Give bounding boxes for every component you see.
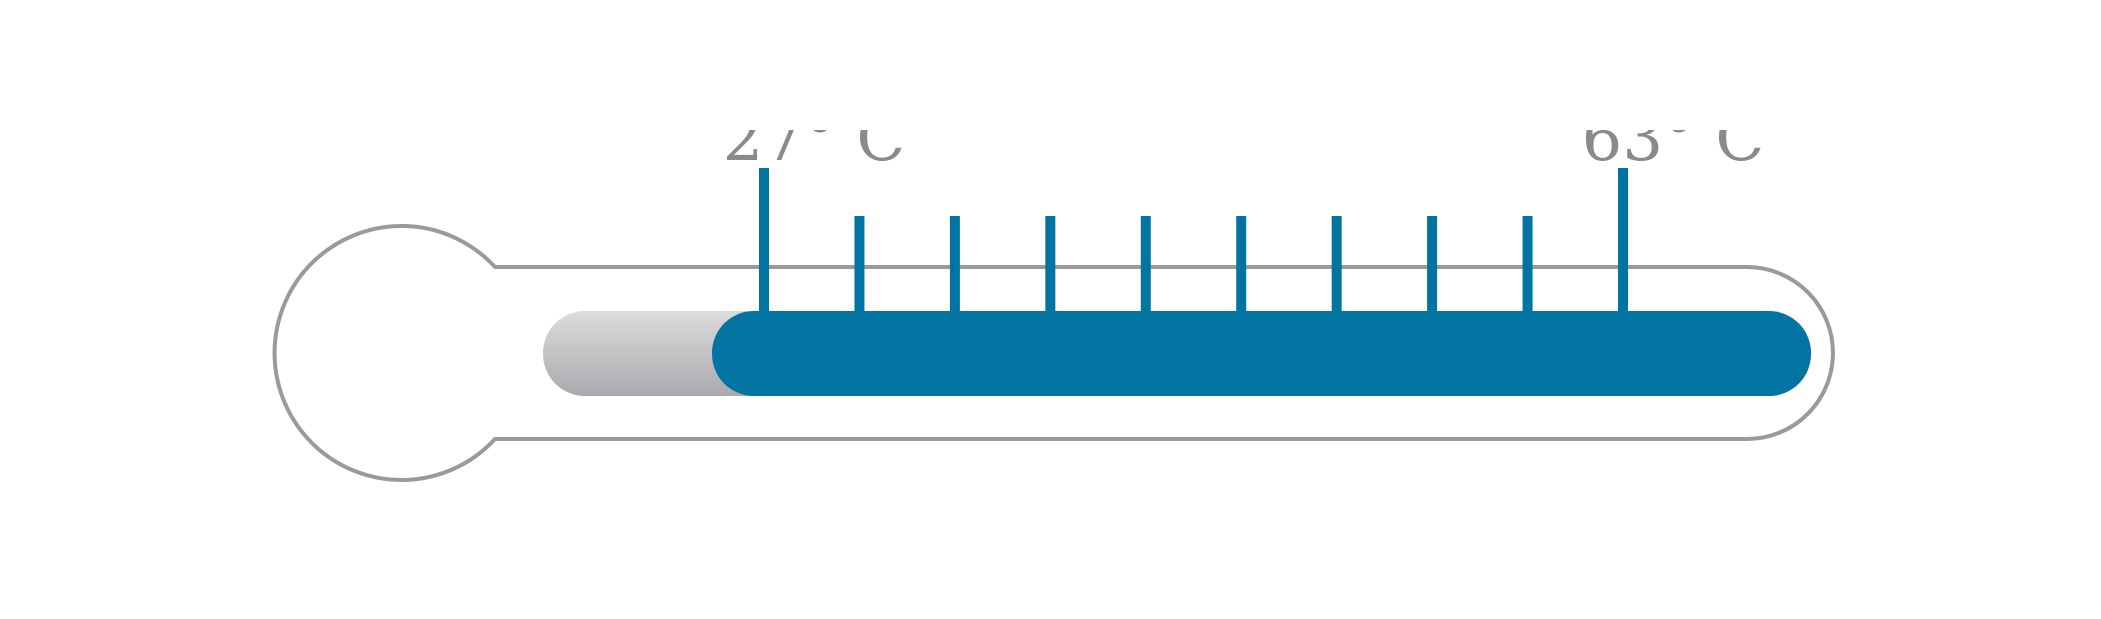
scale-min-label: 27° C xyxy=(723,102,906,176)
tick-marks xyxy=(759,168,1628,312)
scale-max-label: 63° C xyxy=(1582,102,1765,176)
thermometer-fill-bar xyxy=(712,311,1811,396)
